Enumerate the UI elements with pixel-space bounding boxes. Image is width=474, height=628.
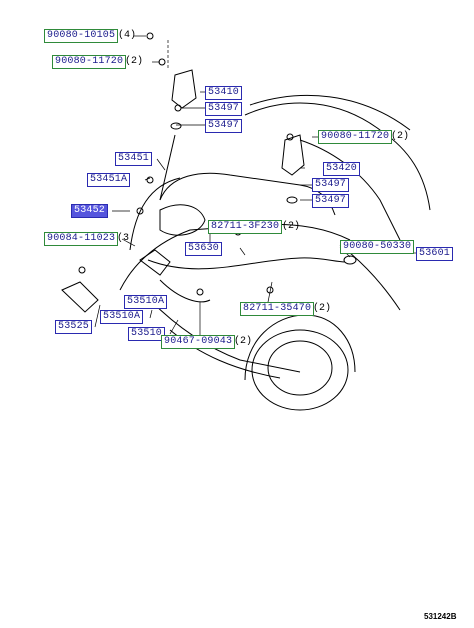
part-label-53497-a[interactable]: 53497 <box>205 102 243 116</box>
part-label-90080-11720-b[interactable]: 90080-11720 <box>318 130 393 144</box>
clip-glyph <box>343 255 357 265</box>
part-label-90467-09043[interactable]: 90467-09043 <box>161 335 236 349</box>
part-label-53601[interactable]: 53601 <box>416 247 454 261</box>
clamp-glyph <box>266 286 274 294</box>
part-label-82711-35470[interactable]: 82711-35470 <box>240 302 315 316</box>
qty-90084-11023: (3 <box>117 233 130 244</box>
drawing-code: 531242B <box>424 612 457 621</box>
part-label-53525[interactable]: 53525 <box>55 320 93 334</box>
prop-rod <box>159 134 176 201</box>
part-label-90080-50330[interactable]: 90080-50330 <box>340 240 415 254</box>
part-label-53410[interactable]: 53410 <box>205 86 243 100</box>
clip-glyph <box>286 196 298 204</box>
part-label-53451A[interactable]: 53451A <box>87 173 131 187</box>
qty-90080-11720-b: (2) <box>391 131 410 142</box>
part-label-90084-11023[interactable]: 90084-11023 <box>44 232 119 246</box>
hinge-left <box>171 69 197 109</box>
qty-90467-09043: (2) <box>234 336 253 347</box>
part-label-53510A-a[interactable]: 53510A <box>124 295 168 309</box>
lock-base <box>61 281 99 313</box>
fender-lower <box>339 244 401 311</box>
part-label-53452[interactable]: 53452 <box>71 204 109 218</box>
tire <box>251 329 349 411</box>
part-label-53630[interactable]: 53630 <box>185 242 223 256</box>
qty-90080-10105: (4) <box>118 30 137 41</box>
release-cable-lower <box>159 279 211 303</box>
part-label-53451[interactable]: 53451 <box>115 152 153 166</box>
bolt-glyph <box>158 58 166 66</box>
engine-bay-edge <box>119 223 351 291</box>
wheel-arch <box>244 314 356 381</box>
qty-82711-3F230: (2) <box>282 221 301 232</box>
part-label-53497-b[interactable]: 53497 <box>205 119 243 133</box>
part-label-53497-c[interactable]: 53497 <box>312 178 350 192</box>
rim <box>267 340 333 396</box>
hinge-right <box>281 134 305 176</box>
body-top <box>249 94 411 131</box>
part-label-90080-11720-a[interactable]: 90080-11720 <box>52 55 127 69</box>
clamp-glyph <box>196 288 204 296</box>
part-label-82711-3F230[interactable]: 82711-3F230 <box>208 220 283 234</box>
bolt-glyph <box>78 266 86 274</box>
qty-90080-11720-a: (2) <box>125 56 144 67</box>
part-label-90080-10105[interactable]: 90080-10105 <box>44 29 119 43</box>
bolt-glyph <box>146 32 154 40</box>
part-label-53420[interactable]: 53420 <box>323 162 361 176</box>
hood-outline <box>159 172 336 216</box>
insulator <box>159 204 206 236</box>
clip-glyph <box>170 122 182 130</box>
clamp-glyph <box>146 176 154 184</box>
part-label-53510A-b[interactable]: 53510A <box>100 310 144 324</box>
grommet-glyph <box>136 207 144 215</box>
fender-line <box>244 102 431 211</box>
part-label-53510[interactable]: 53510 <box>128 327 166 341</box>
grommet-glyph <box>174 104 182 112</box>
part-label-53497-d[interactable]: 53497 <box>312 194 350 208</box>
qty-82711-35470: (2) <box>313 303 332 314</box>
bolt-glyph <box>286 133 294 141</box>
lock-bracket <box>139 249 171 276</box>
release-cable <box>147 257 346 270</box>
hood-inner <box>129 177 181 251</box>
